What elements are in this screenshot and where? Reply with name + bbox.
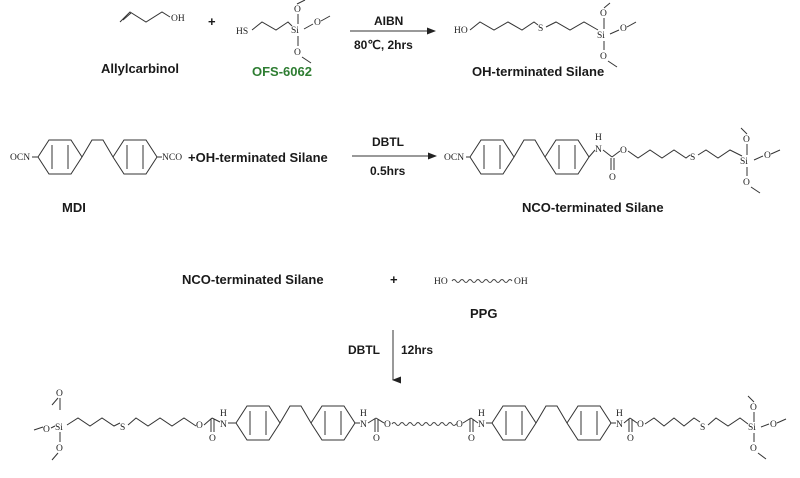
- atom-si: Si: [291, 26, 299, 36]
- product-name-oh-terminated-silane: OH-terminated Silane: [472, 64, 604, 79]
- atom-n: N: [360, 420, 367, 430]
- atom-oh: OH: [514, 277, 528, 287]
- reactant-name-ppg: PPG: [470, 306, 497, 321]
- product-name-nco-terminated-silane: NCO-terminated Silane: [522, 200, 664, 215]
- atom-si: Si: [740, 157, 748, 167]
- atom-o: O: [468, 434, 475, 444]
- condition-time: 12hrs: [401, 343, 433, 357]
- reactant-name-mdi: MDI: [62, 200, 86, 215]
- atom-o: O: [456, 420, 463, 430]
- atom-h: H: [595, 133, 602, 143]
- ofs-6062-structure: HS Si O O O: [236, 0, 331, 64]
- condition-catalyst: AIBN: [374, 14, 403, 28]
- plus-sign: +: [208, 14, 216, 29]
- atom-n: N: [595, 145, 602, 155]
- atom-o: O: [750, 444, 757, 454]
- atom-nco: NCO: [162, 153, 182, 163]
- atom-o: O: [294, 48, 301, 58]
- reaction-2: OCN NCO MDI +OH-terminated Silane DBTL 0…: [10, 127, 781, 215]
- atom-o: O: [373, 434, 380, 444]
- reaction-1: OH Allylcarbinol + HS Si O O O OFS-6062 …: [101, 0, 637, 79]
- atom-o: O: [43, 425, 50, 435]
- plus-sign: +: [390, 272, 398, 287]
- atom-oh: OH: [171, 14, 185, 24]
- reactant-oh-terminated-silane: +OH-terminated Silane: [188, 150, 328, 165]
- atom-o: O: [56, 444, 63, 454]
- atom-o: O: [600, 52, 607, 62]
- atom-ho: HO: [454, 26, 468, 36]
- atom-h: H: [616, 409, 623, 419]
- atom-si: Si: [597, 31, 605, 41]
- atom-o: O: [196, 421, 203, 431]
- atom-o: O: [627, 434, 634, 444]
- atom-o: O: [294, 5, 301, 15]
- atom-ocn: OCN: [10, 153, 30, 163]
- atom-o: O: [750, 403, 757, 413]
- atom-o: O: [743, 178, 750, 188]
- atom-o: O: [620, 146, 627, 156]
- reactant-name-allylcarbinol: Allylcarbinol: [101, 61, 179, 76]
- condition-catalyst: DBTL: [372, 135, 404, 149]
- atom-o: O: [764, 151, 771, 161]
- ppg-structure: HO OH: [434, 277, 528, 287]
- atom-s: S: [538, 24, 543, 34]
- atom-s: S: [700, 423, 705, 433]
- atom-n: N: [478, 420, 485, 430]
- atom-s: S: [690, 153, 695, 163]
- final-polymer-structure: O O Si O S O O H N: [33, 389, 787, 461]
- atom-h: H: [478, 409, 485, 419]
- atom-o: O: [314, 18, 321, 28]
- atom-ocn: OCN: [444, 153, 464, 163]
- atom-o: O: [56, 389, 63, 399]
- atom-o: O: [384, 420, 391, 430]
- nco-terminated-silane-structure: OCN H N O O S Si O O: [444, 127, 781, 194]
- reactant-name-ofs-6062: OFS-6062: [252, 64, 312, 79]
- atom-ho: HO: [434, 277, 448, 287]
- atom-si: Si: [55, 423, 63, 433]
- atom-h: H: [360, 409, 367, 419]
- atom-o: O: [620, 24, 627, 34]
- allylcarbinol-structure: OH: [119, 11, 185, 24]
- mdi-structure: OCN NCO: [10, 139, 182, 175]
- atom-hs: HS: [236, 27, 248, 37]
- atom-o: O: [743, 135, 750, 145]
- condition-temperature-time: 80℃, 2hrs: [354, 38, 413, 52]
- oh-terminated-silane-structure: HO S Si O O O: [454, 2, 637, 68]
- atom-si: Si: [748, 423, 756, 433]
- atom-h: H: [220, 409, 227, 419]
- condition-catalyst: DBTL: [348, 343, 380, 357]
- condition-time: 0.5hrs: [370, 164, 406, 178]
- atom-n: N: [220, 420, 227, 430]
- atom-o: O: [600, 9, 607, 19]
- atom-o: O: [770, 420, 777, 430]
- atom-s: S: [120, 423, 125, 433]
- atom-o: O: [637, 420, 644, 430]
- atom-o: O: [209, 434, 216, 444]
- atom-o: O: [609, 173, 616, 183]
- atom-n: N: [616, 420, 623, 430]
- reaction-3: NCO-terminated Silane + HO OH PPG DBTL 1…: [33, 272, 787, 461]
- reactant-nco-terminated-silane: NCO-terminated Silane: [182, 272, 324, 287]
